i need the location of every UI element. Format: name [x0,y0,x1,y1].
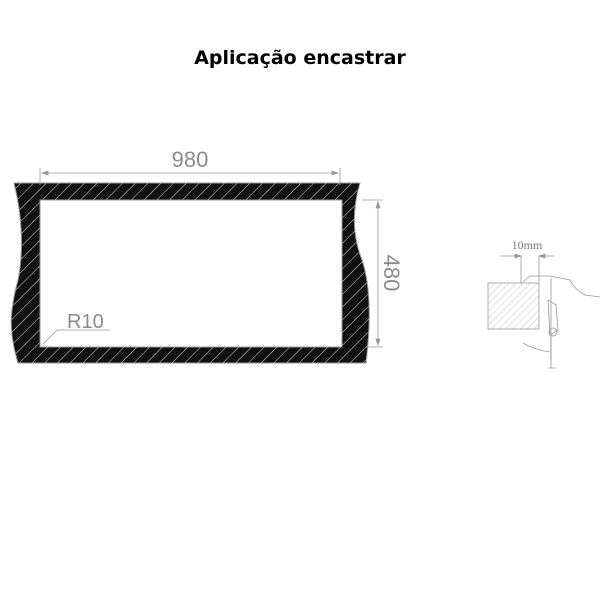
width-label: 980 [172,147,209,172]
height-dimension [362,199,383,348]
height-label: 480 [379,255,404,292]
page-title: Aplicação encastrar [194,47,406,69]
installation-detail [487,253,600,369]
width-dimension [39,168,341,185]
radius-label: R10 [67,311,104,333]
gap-label: 10mm [512,238,543,252]
radius-leader [42,329,110,345]
worktop-frame [10,182,370,364]
